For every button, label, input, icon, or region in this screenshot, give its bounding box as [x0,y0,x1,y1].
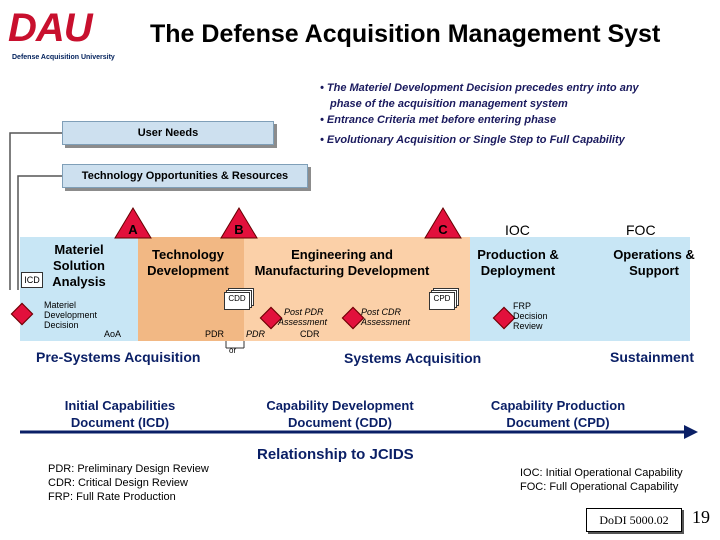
mdd-line3: Decision [44,320,79,330]
systems-label: Systems Acquisition [344,350,482,366]
icd-doc-line2: Document (ICD) [70,415,170,430]
os-line2: Support [629,263,679,278]
post-cdr-line2: Assessment [361,317,411,327]
emd-label: Engineering and Manufacturing Developmen… [244,247,440,279]
legend-foc: FOC: Full Operational Capability [520,481,679,493]
jcids-label: Relationship to JCIDS [257,446,414,463]
post-cdr-line1: Post CDR [361,307,402,317]
icd-document-label: Initial Capabilities Document (ICD) [40,397,200,431]
td-block [138,237,244,341]
foc-label: FOC [626,222,656,238]
pre-systems-label: Pre-Systems Acquisition [36,349,201,365]
cdd-document-icon: CDD [224,288,254,310]
aoa-label: AoA [104,329,122,339]
msa-line2: Solution [53,258,105,273]
tech-opportunities-label: Technology Opportunities & Resources [81,170,289,182]
page-title: The Defense Acquisition Management Syst [150,20,661,48]
milestone-a-triangle: A [114,207,152,239]
cdd-doc-line1: Capability Development [266,398,414,413]
post-pdr-line2: Assessment [278,317,328,327]
dodi-box: DoDI 5000.02 [586,508,682,532]
mdd-line2: Development [44,310,98,320]
cpd-document-icon: CPD [429,288,459,310]
msa-label: Materiel Solution Analysis [44,242,114,290]
icd-box: ICD [21,272,43,288]
cpd-doc-line1: Capability Production [490,398,626,413]
mdd-line1: Materiel [44,300,77,310]
or-label: or [229,346,237,355]
frp-label: FRP Decision Review [513,301,548,331]
bullet-2: • Entrance Criteria met before entering … [320,114,557,126]
emd-line2: Manufacturing Development [254,263,430,278]
td-label: Technology Development [138,247,238,279]
pd-block [470,237,604,341]
phase-band [20,237,690,341]
legend-ioc: IOC: Initial Operational Capability [520,467,683,479]
cpd-doc-label: CPD [433,294,451,303]
milestone-a-label: A [128,222,138,237]
sustainment-label: Sustainment [610,349,695,365]
cdd-doc-label: CDD [228,294,246,303]
os-line1: Operations & [613,247,695,262]
cdd-doc-line2: Document (CDD) [288,415,392,430]
user-needs-bar: User Needs [62,121,274,145]
legend-frp: FRP: Full Rate Production [48,491,176,503]
mdd-label: Materiel Development Decision [44,300,97,330]
msa-line3: Analysis [52,274,106,289]
tech-opportunities-bar: Technology Opportunities & Resources [62,164,308,188]
frp-line2: Decision [513,311,548,321]
dau-logo: DAU Defense Acquisition University [8,6,118,66]
pdr-label-1: PDR [205,329,225,339]
legend-left: PDR: Preliminary Design Review CDR: Crit… [48,462,209,504]
ioc-label: IOC [505,222,530,238]
milestone-c-label: C [438,222,448,237]
legend-right: IOC: Initial Operational Capability FOC:… [520,466,683,494]
frp-line1: FRP [513,301,531,311]
msa-block [20,237,138,341]
frp-line3: Review [513,321,543,331]
milestone-b-label: B [234,222,243,237]
bullet-3: • Evolutionary Acquisition or Single Ste… [320,134,625,146]
logo-subtitle: Defense Acquisition University [12,54,115,61]
pdr-label-2: PDR [246,329,266,339]
legend-pdr: PDR: Preliminary Design Review [48,463,209,475]
post-pdr-line1: Post PDR [284,307,324,317]
td-line2: Development [147,263,229,278]
cdd-document-label: Capability Development Document (CDD) [250,397,430,431]
user-needs-label: User Needs [137,127,199,139]
msa-line1: Materiel [54,242,104,257]
cdr-label: CDR [300,329,320,339]
cpd-doc-line2: Document (CPD) [506,415,610,430]
dodi-label: DoDI 5000.02 [599,512,669,527]
logo-text: DAU [8,6,93,50]
bullet-1: • The Materiel Development Decision prec… [320,82,639,94]
td-line1: Technology [152,247,224,262]
bullet-1-cont: phase of the acquisition management syst… [330,98,568,110]
os-label: Operations & Support [604,247,704,279]
pd-line1: Production & [477,247,559,262]
emd-line1: Engineering and [291,247,393,262]
pd-label: Production & Deployment [468,247,568,279]
os-block [604,237,690,341]
post-cdr-label: Post CDR Assessment [361,307,410,327]
milestone-b-triangle: B [220,207,258,239]
post-pdr-label: Post PDR Assessment [278,307,327,327]
bullet-list: • The Materiel Development Decision prec… [320,80,639,148]
page-number: 19 [692,507,710,527]
legend-cdr: CDR: Critical Design Review [48,477,188,489]
cpd-document-label: Capability Production Document (CPD) [478,397,638,431]
icd-box-label: ICD [24,275,40,285]
pd-line2: Deployment [480,263,556,278]
icd-doc-line1: Initial Capabilities [64,398,176,413]
milestone-c-triangle: C [424,207,462,239]
